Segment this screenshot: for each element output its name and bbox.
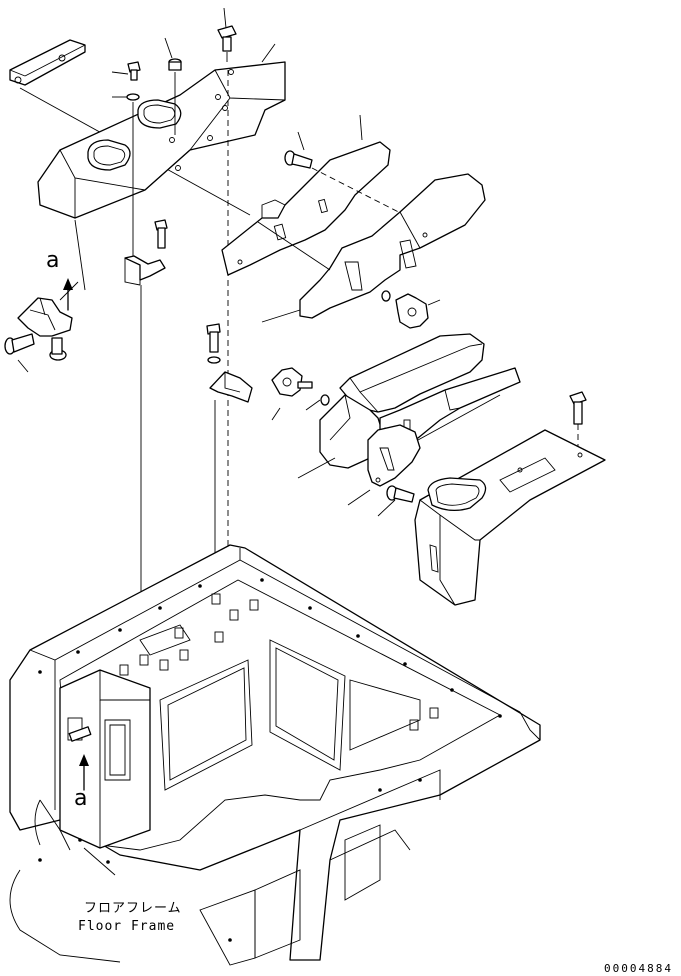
console-upper-cover (37, 61, 286, 219)
bolt-left-2 (49, 337, 67, 361)
side-panel-lower (299, 173, 486, 319)
small-bracket-strip (9, 39, 86, 86)
bolt-center (154, 219, 168, 249)
armrest-base-plate (367, 424, 421, 487)
washer-lower (320, 394, 330, 406)
knob-upper (395, 293, 441, 329)
floor-frame (9, 544, 541, 966)
arrow-a-upper (63, 278, 73, 311)
washer-top (112, 93, 140, 101)
knob-lower (271, 367, 313, 397)
bolt-mid (206, 323, 221, 364)
caption-english: Floor Frame (78, 919, 176, 934)
bolt-panel-upper (284, 131, 313, 169)
armrest-support-left (17, 297, 73, 337)
washer-knob-upper (381, 290, 391, 302)
side-panel-upper (221, 141, 391, 276)
view-marker-lower: a (74, 786, 88, 811)
plug-top (164, 37, 182, 71)
bolt-top-mid (111, 61, 141, 81)
document-number: 00004884 (604, 962, 673, 975)
bolt-top-right (217, 7, 237, 52)
leader-line (261, 43, 276, 63)
console-right-cover (414, 429, 606, 606)
caption-japanese: フロアフレーム (84, 901, 182, 916)
bolt-lower (377, 485, 415, 517)
view-marker-upper: a (46, 248, 60, 273)
bracket-center (124, 255, 166, 286)
bracket-mid (209, 371, 253, 403)
bolt-left-1 (4, 333, 35, 355)
bolt-right (569, 391, 587, 425)
